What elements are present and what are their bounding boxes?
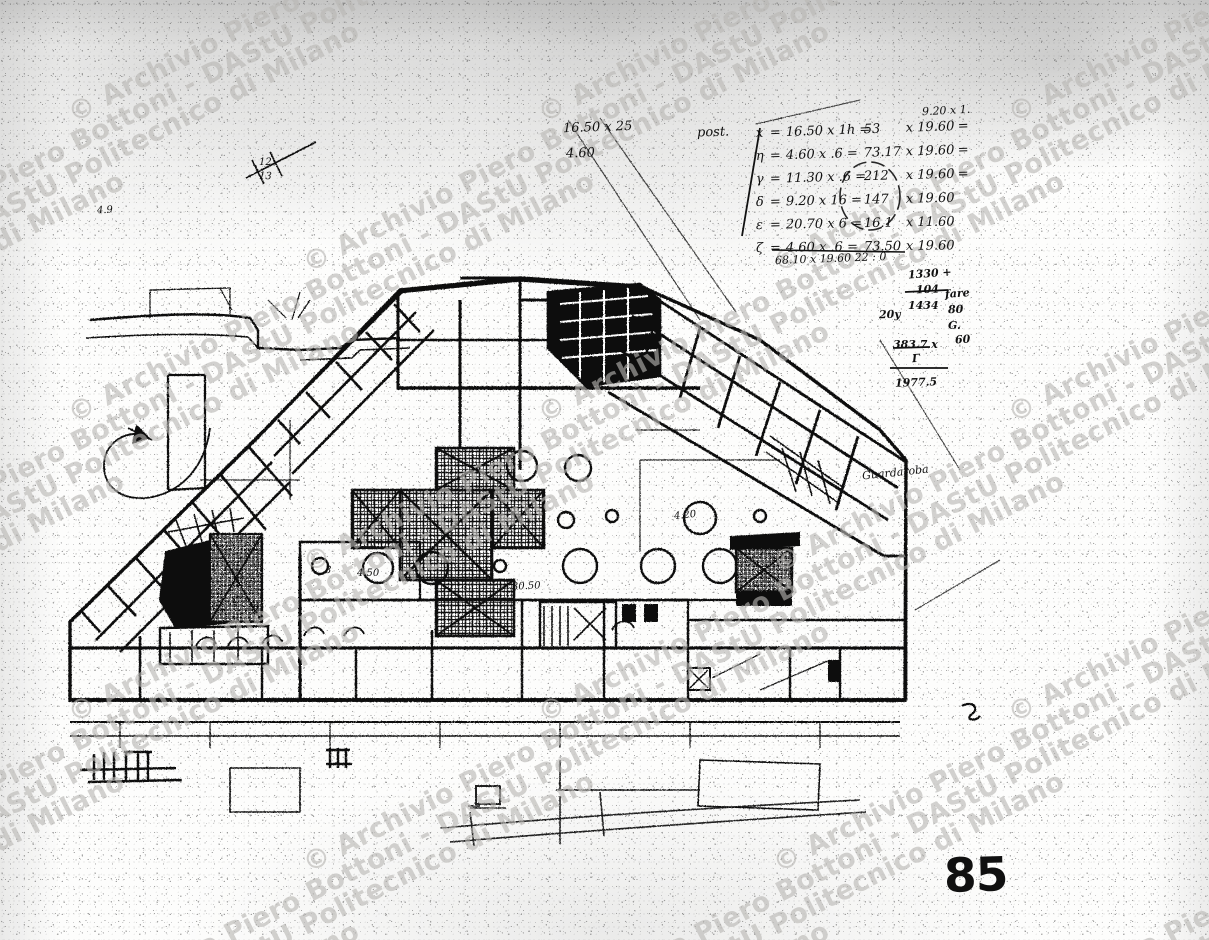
- calc-tail: =: [957, 118, 969, 134]
- calc-multiplier: x 19.60: [905, 142, 955, 160]
- dimension-tick-topleft: [245, 141, 317, 185]
- annotation-post: post.: [696, 124, 730, 141]
- sketch-lines-below: [439, 785, 867, 847]
- scribble-mark: [961, 702, 981, 721]
- door-swing-symbols: [195, 626, 365, 647]
- calc-result: 73.17: [863, 144, 902, 161]
- page-number: 85: [943, 847, 1009, 904]
- calc-multiplier: x 19.60: [905, 190, 955, 207]
- annotation-dim-2: 4.60: [565, 145, 596, 162]
- calc-expression: 4.60 x .6 =: [785, 145, 859, 164]
- rotation-arrow-symbol: [103, 373, 211, 499]
- wing-left-upper: [255, 291, 435, 475]
- calc-result: 212: [863, 168, 889, 185]
- annotation-dim-1: 16.50 x 25: [562, 118, 633, 137]
- calc-equals: =: [769, 148, 782, 164]
- calc-multiplier: x 19.60: [905, 238, 955, 255]
- calc-tail: =: [957, 166, 969, 182]
- calc-expression: 11.30 x .6 =: [785, 169, 867, 187]
- calc-result: 53: [863, 121, 881, 138]
- calc-multiplier: x 11.60: [905, 214, 955, 231]
- construction-lines: [567, 99, 1001, 611]
- calc-equals: =: [769, 125, 782, 141]
- lower-stair-block: [538, 600, 658, 650]
- section-sketch: [85, 287, 411, 361]
- bottom-hatch-symbols: [79, 748, 352, 784]
- calc-multiplier: x 19.60: [905, 166, 955, 184]
- wing-right: [607, 286, 908, 700]
- calc-expression: 16.50 x 1h =: [785, 122, 871, 140]
- plan-detail-marks: [687, 653, 840, 691]
- column-grid: [310, 449, 768, 586]
- wing-right-details: [765, 435, 845, 505]
- left-stair-core: [158, 507, 270, 666]
- bottom-detail-boxes: [229, 759, 821, 813]
- calc-tail: =: [957, 142, 969, 158]
- calc-equals: =: [769, 217, 781, 233]
- calc-result: 147: [863, 192, 889, 208]
- calc-equals: =: [769, 194, 781, 210]
- top-right-dark-block: [546, 282, 662, 388]
- calc-result: 16.1: [863, 215, 893, 232]
- grid-extension-lines: [200, 420, 780, 552]
- annotation-calc-header: 9.20 x 1.: [921, 102, 971, 119]
- calc-expression: 20.70 x 6 =: [785, 216, 863, 233]
- calc-expression: 9.20 x 16 =: [785, 192, 863, 210]
- right-stair-core: [730, 532, 800, 606]
- calc-equals: =: [769, 171, 781, 187]
- calc-multiplier: x 19.60: [905, 119, 955, 136]
